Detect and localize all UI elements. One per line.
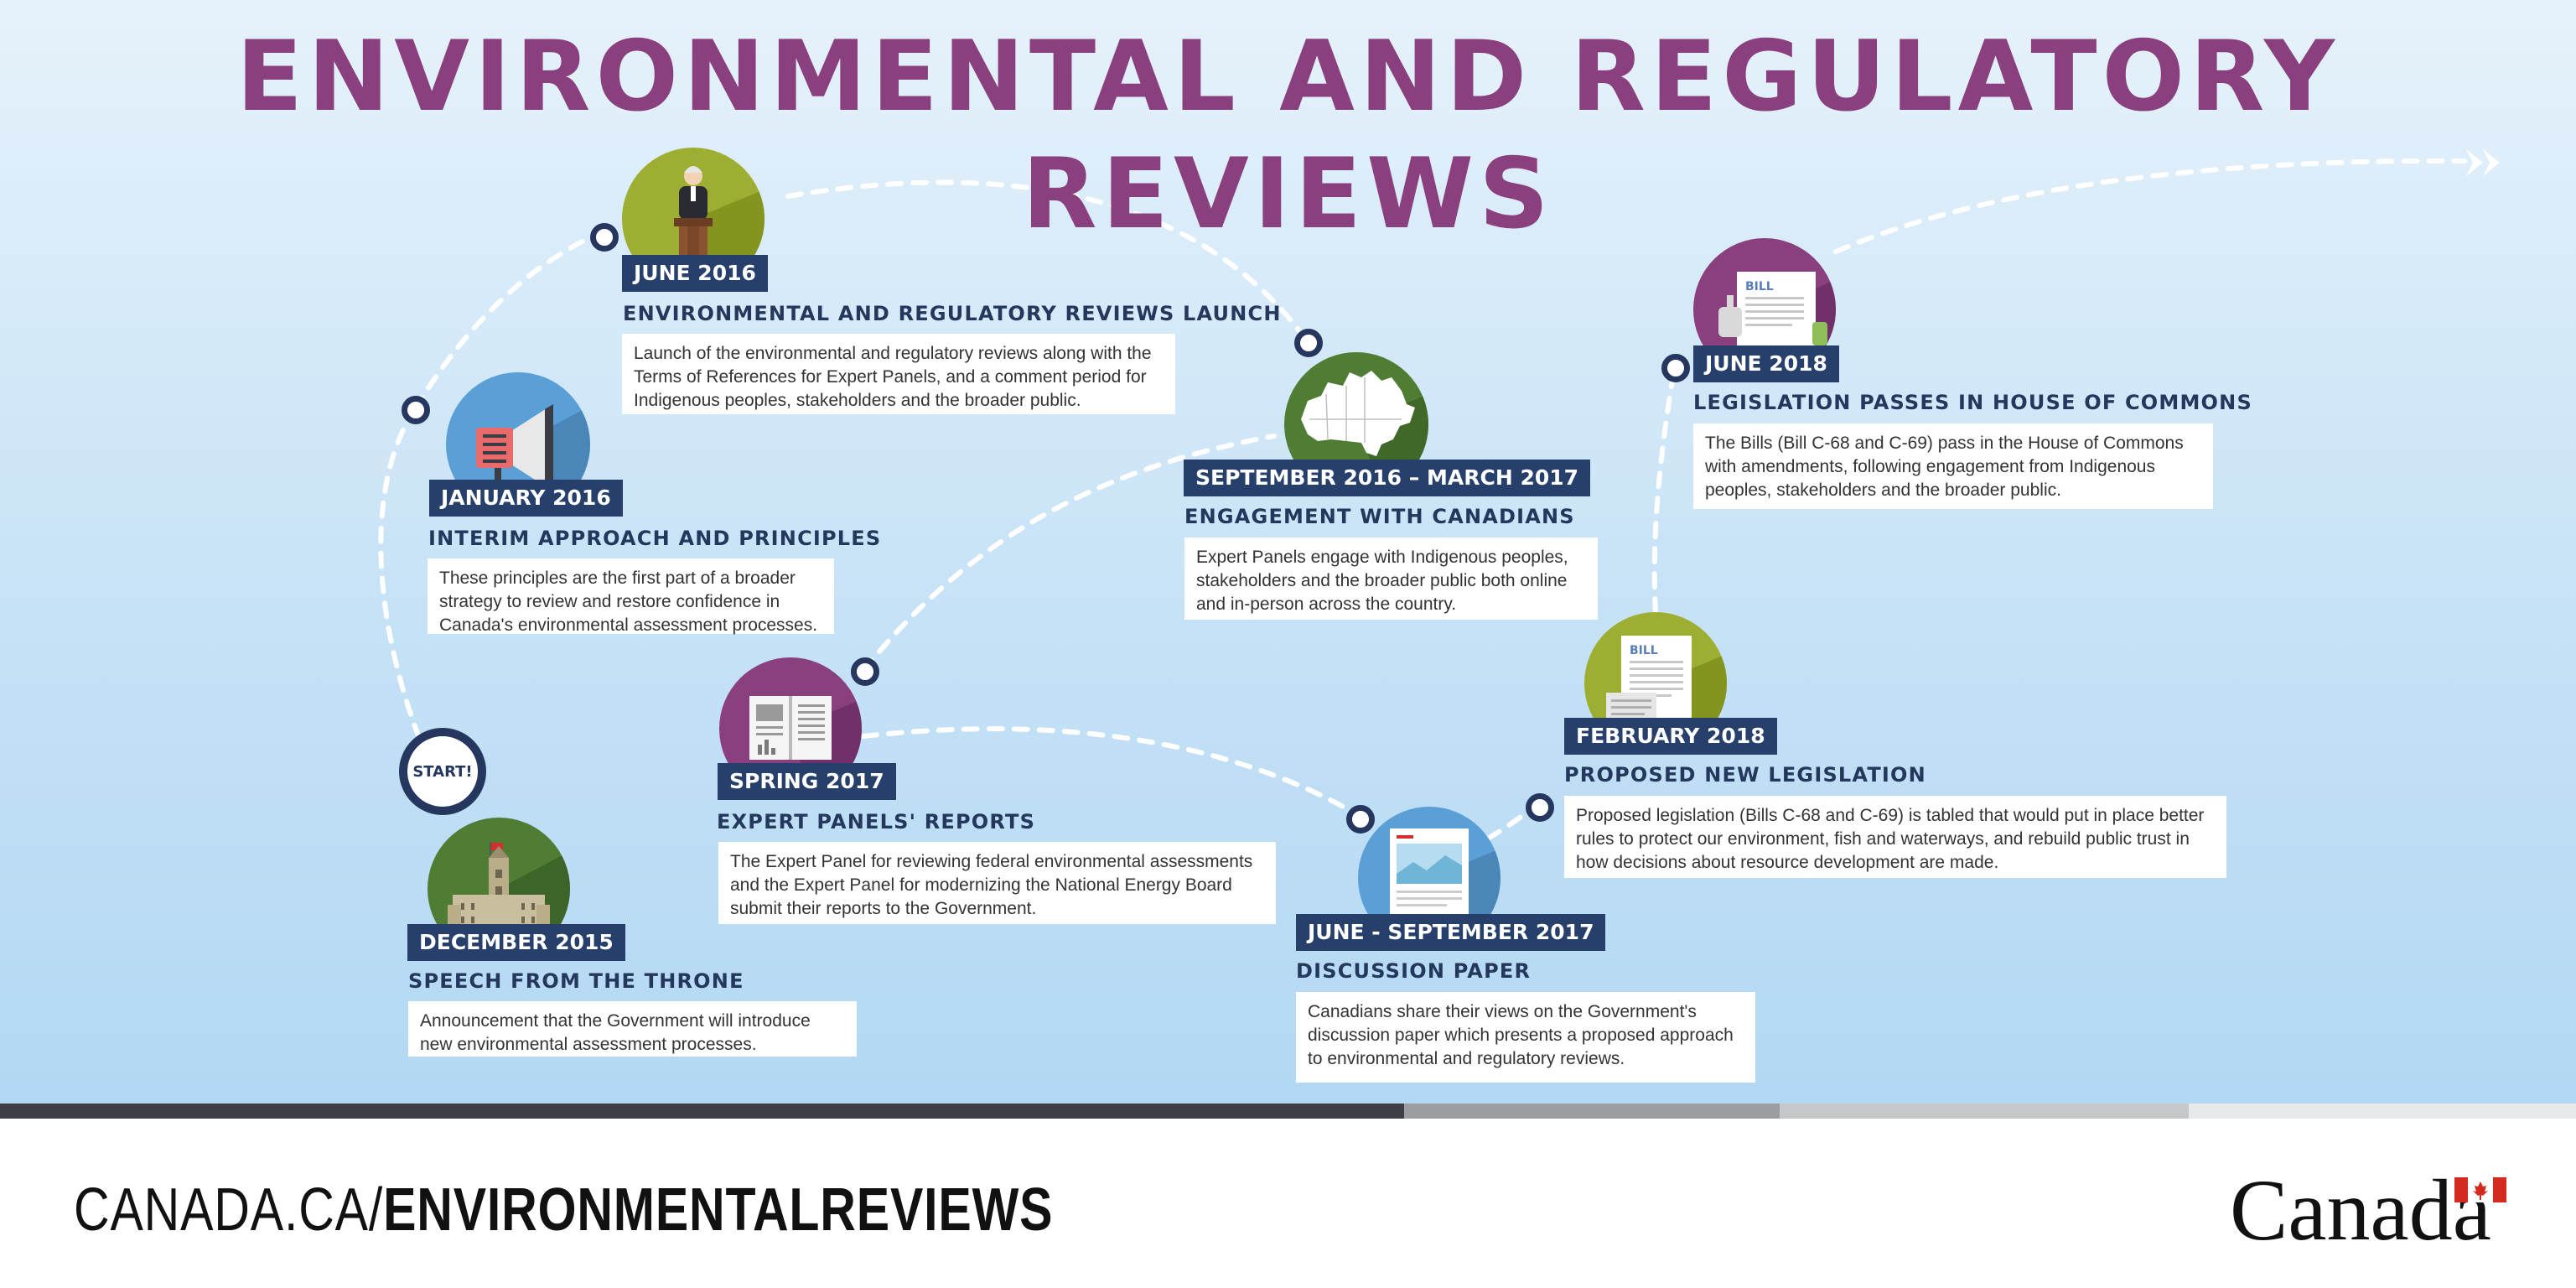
page-title: ENVIRONMENTAL AND REGULATORY REVIEWS — [236, 20, 2340, 251]
start-marker: START! — [399, 728, 486, 815]
footer-url-path: ENVIRONMENTALREVIEWS — [383, 1176, 1054, 1244]
bill-text: BILL — [1745, 280, 1774, 293]
event-heading: LEGISLATION PASSES IN HOUSE OF COMMONS — [1693, 391, 2252, 414]
event-date: JUNE - SEPTEMBER 2017 — [1296, 914, 1606, 951]
event-heading: DISCUSSION PAPER — [1296, 959, 1532, 983]
footer-stripe — [1404, 1104, 1780, 1119]
timeline-dot — [1294, 329, 1323, 357]
event-date: SPRING 2017 — [718, 763, 896, 800]
footer-url[interactable]: CANADA.CA/ENVIRONMENTALREVIEWS — [74, 1172, 1053, 1248]
event-description: Proposed legislation (Bills C-68 and C-6… — [1564, 796, 2226, 878]
timeline-dot — [590, 223, 619, 252]
event-description: Announcement that the Government will in… — [408, 1001, 857, 1057]
event-description: The Bills (Bill C-68 and C-69) pass in t… — [1693, 423, 2213, 509]
footer-stripe — [2189, 1104, 2576, 1119]
event-date: JUNE 2018 — [1693, 345, 1839, 382]
timeline-dot — [1346, 805, 1375, 834]
footer-url-prefix: CANADA.CA/ — [74, 1176, 384, 1244]
event-description: Launch of the environmental and regulato… — [622, 334, 1175, 414]
timeline-dot — [1661, 354, 1690, 382]
event-date: JUNE 2016 — [622, 255, 768, 292]
canada-wordmark: Canada — [2230, 1162, 2491, 1259]
event-heading: PROPOSED NEW LEGISLATION — [1564, 763, 1926, 787]
event-description: Expert Panels engage with Indigenous peo… — [1184, 538, 1598, 620]
event-date: SEPTEMBER 2016 – MARCH 2017 — [1184, 460, 1591, 496]
timeline-dot — [402, 396, 430, 424]
event-heading: ENVIRONMENTAL AND REGULATORY REVIEWS LAU… — [623, 302, 1282, 325]
timeline-path — [0, 0, 2576, 1104]
canada-flag-icon — [2454, 1177, 2506, 1202]
footer-stripe — [0, 1104, 1404, 1119]
event-heading: EXPERT PANELS' REPORTS — [717, 810, 1036, 834]
footer-stripe — [1780, 1104, 2189, 1119]
event-heading: SPEECH FROM THE THRONE — [408, 969, 744, 993]
event-heading: ENGAGEMENT WITH CANADIANS — [1184, 505, 1575, 528]
event-heading: INTERIM APPROACH AND PRINCIPLES — [428, 527, 882, 550]
timeline-dot — [1526, 793, 1554, 822]
event-description: These principles are the first part of a… — [428, 558, 834, 635]
timeline-dot — [851, 657, 879, 686]
event-date: DECEMBER 2015 — [407, 924, 625, 961]
event-date: JANUARY 2016 — [429, 480, 623, 517]
bill-text: BILL — [1630, 644, 1658, 657]
event-description: The Expert Panel for reviewing federal e… — [718, 842, 1276, 924]
event-date: FEBRUARY 2018 — [1564, 718, 1777, 755]
event-description: Canadians share their views on the Gover… — [1296, 992, 1755, 1083]
